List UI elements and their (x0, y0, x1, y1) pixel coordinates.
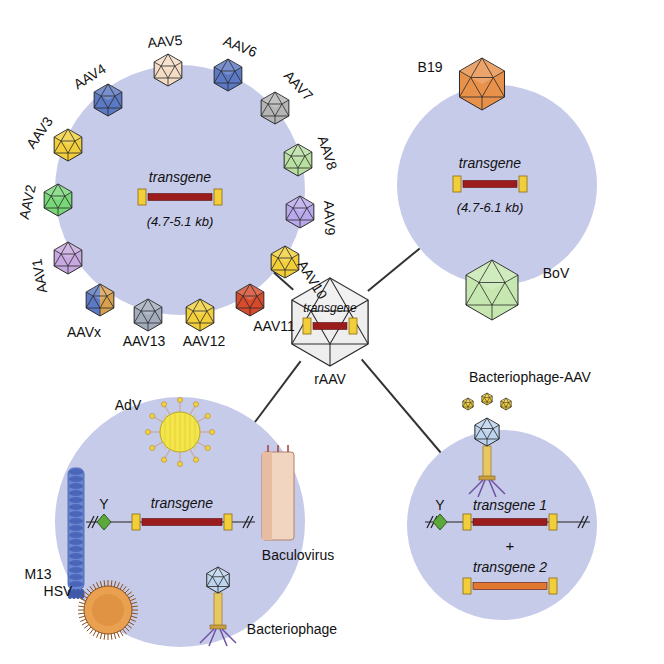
node-text: transgene 2 (473, 560, 547, 575)
virus-label: AAV6 (221, 33, 259, 60)
virus-label: Bacteriophage-AAV (469, 370, 591, 385)
vector-label: transgene 1 (473, 498, 547, 513)
virus-label: AAV2 (17, 183, 39, 220)
virus-label: AAV4 (71, 61, 109, 92)
node-text: rAAV (314, 372, 346, 387)
adenovirus-icon (145, 397, 214, 466)
m13-phage-icon (68, 468, 85, 599)
capsid-shape (292, 278, 368, 366)
packaging-signal (97, 514, 111, 530)
virus-label: AAV9 (321, 200, 338, 235)
aav-capsid-icon (154, 54, 182, 86)
aav-capsid-icon (94, 84, 122, 116)
aav-capsid-icon (286, 196, 314, 228)
raav-capsid: transgenerAAV (285, 277, 375, 367)
node-outline (285, 277, 375, 367)
virus-label: AAV11 (253, 319, 295, 334)
virus-label: AAV12 (183, 334, 226, 349)
aav-capsid-icon (214, 59, 242, 91)
aav-capsid-icon (284, 144, 312, 176)
bacteriophage-aav-icon (469, 418, 505, 497)
aav-capsid-icon (134, 299, 162, 331)
virus-label: AAV1 (29, 258, 50, 295)
vector-label: transgene (149, 170, 211, 185)
virus-label: AAV13 (123, 334, 166, 349)
virus-label: AAVx (67, 325, 101, 340)
aav-capsid-icon (44, 184, 72, 216)
bov-capsid-icon (466, 260, 518, 320)
aav-capsid-icon (54, 129, 82, 161)
virus-label: Y (435, 498, 444, 513)
phage-head (475, 418, 499, 446)
aav-capsid-icon (86, 284, 114, 316)
vector-label: transgene (459, 156, 521, 171)
aav-capsid-icon (236, 284, 264, 316)
virus-label: AAV10 (294, 258, 330, 302)
virus-label: M13 (24, 567, 51, 582)
connector-line (362, 359, 441, 452)
virus-label: Bacteriophage (247, 622, 337, 637)
hsv-icon (78, 580, 138, 640)
vector-label: transgene (303, 302, 356, 315)
virus-label: B19 (418, 60, 443, 75)
virus-label: AAV7 (281, 68, 316, 104)
connector-line (255, 361, 301, 422)
virus-label: AAV5 (147, 33, 183, 51)
node-text: (4.7-6.1 kb) (457, 201, 523, 215)
displayed-aav-icon (501, 398, 511, 410)
virus-label: Y (99, 497, 108, 512)
connector-line (368, 248, 420, 290)
packaging-signal (433, 514, 447, 530)
aav-capsid-icon (271, 246, 299, 278)
aav-capsid-icon (54, 242, 82, 274)
virus-label: BoV (543, 266, 569, 281)
vector-label: transgene (151, 496, 213, 511)
virus-label: AAV8 (314, 134, 339, 172)
displayed-aav-icon (482, 393, 492, 405)
node-text: + (506, 538, 515, 555)
aav-capsid-icon (261, 92, 289, 124)
node-text: (4.7-5.1 kb) (147, 215, 213, 229)
baculovirus-icon (262, 445, 294, 540)
b19-capsid-icon (459, 58, 504, 110)
vector-dna (425, 516, 590, 528)
displayed-aav-icon (463, 398, 473, 410)
phage-head (207, 567, 230, 593)
transgene-cassette (138, 189, 222, 205)
transgene-cassette (303, 318, 357, 334)
transgene-cassette (453, 176, 527, 192)
transgene-cassette (463, 514, 557, 530)
aav-capsid-icon (186, 299, 214, 331)
virus-label: Baculovirus (262, 548, 334, 563)
virus-label: HSV (44, 584, 73, 599)
virus-label: AdV (115, 398, 141, 413)
bacteriophage-icon (200, 567, 236, 646)
virus-label: AAV3 (24, 114, 57, 151)
transgene-cassette (463, 578, 557, 594)
transgene-cassette (132, 514, 232, 530)
